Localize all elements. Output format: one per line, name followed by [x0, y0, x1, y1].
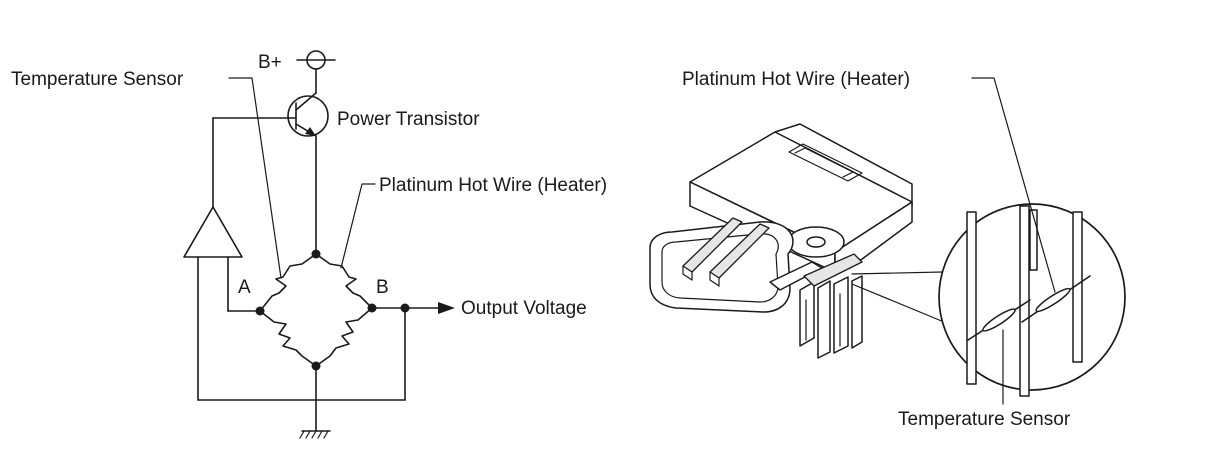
node-a-label: A [238, 277, 251, 298]
callout-line-upper [851, 271, 943, 275]
supply-symbol [296, 50, 336, 94]
node-b-label: B [376, 277, 389, 298]
power-transistor-symbol [212, 92, 329, 254]
bridge-circuit: B+ Power Transistor [11, 50, 607, 439]
sensor-hot-wire-leader [971, 77, 1056, 293]
ground-symbol [299, 365, 331, 439]
output-voltage-label: Output Voltage [461, 298, 587, 319]
temp-sensor-leader [228, 77, 282, 279]
output-arrowhead [438, 302, 455, 314]
supply-label: B+ [258, 52, 282, 73]
sensor-temp-sensor-label: Temperature Sensor [898, 409, 1071, 430]
connector-pin [709, 223, 770, 279]
temp-sensor-element [982, 308, 1016, 332]
hot-wire-element [1035, 287, 1071, 313]
sensor-illustration: Platinum Hot Wire (Heater) Temperature S… [649, 69, 1126, 430]
mounting-hole [806, 236, 826, 248]
amplifier-symbol [183, 117, 406, 401]
circuit-temp-sensor-label: Temperature Sensor [11, 69, 184, 90]
connector-pin [682, 217, 743, 273]
sensor-hot-wire-label: Platinum Hot Wire (Heater) [682, 69, 910, 90]
wheatstone-bridge [255, 249, 455, 371]
magnified-detail [938, 203, 1126, 397]
label-plate [788, 143, 863, 182]
callout-line-lower [851, 283, 945, 323]
hot-wire-leader [340, 183, 376, 269]
transistor-label: Power Transistor [337, 109, 480, 130]
circuit-hot-wire-label: Platinum Hot Wire (Heater) [379, 175, 607, 196]
probe-legs [799, 253, 863, 359]
